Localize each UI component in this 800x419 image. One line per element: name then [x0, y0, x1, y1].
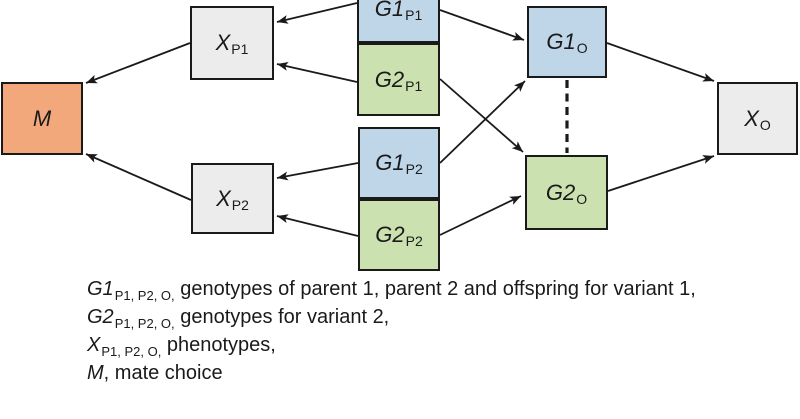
arrow-G2_P1-to-X_P1 [276, 62, 358, 83]
node-label-subscript: P2 [231, 196, 249, 213]
caption-term: M [87, 362, 104, 384]
node-label-subscript: P2 [405, 161, 423, 177]
node-label-subscript: P1 [405, 6, 423, 23]
arrow-G2_P2-to-G2_O [439, 195, 522, 236]
node-label-subscript: P1 [231, 41, 249, 57]
caption-term: G1 [87, 278, 114, 300]
caption-text: genotypes of parent 1, parent 2 and offs… [174, 278, 696, 300]
arrow-G1_O-to-X_O [606, 42, 715, 82]
node-label: G2 [375, 222, 405, 247]
caption-line: G1P1, P2, O, genotypes of parent 1, pare… [87, 276, 696, 304]
caption-text: genotypes for variant 2, [174, 306, 390, 328]
caption-term-subscript: P1, P2, O, [114, 288, 175, 303]
caption-line: G2P1, P2, O, genotypes for variant 2, [87, 304, 696, 332]
caption-text: phenotypes, [161, 334, 276, 356]
node-label-subscript: P1 [405, 77, 423, 94]
node-label: G1 [546, 29, 576, 54]
caption-term-subscript: P1, P2, O, [114, 316, 175, 331]
arrow-G2_P1-to-G2_O [439, 78, 524, 153]
arrow-G2_P2-to-X_P2 [276, 214, 359, 237]
node-label-subscript: P2 [405, 233, 423, 249]
caption-line: XP1, P2, O, phenotypes, [87, 332, 696, 360]
caption-term: G2 [87, 306, 114, 328]
node-label: G1 [375, 150, 405, 175]
node-label: G1 [374, 0, 405, 21]
node-label: X [215, 30, 231, 55]
arrow-G1_P1-to-X_P1 [276, 2, 358, 24]
arrow-G1_P2-to-X_P2 [276, 162, 359, 181]
arrow-G2_O-to-X_O [607, 155, 715, 192]
node-label-subscript: O [759, 116, 771, 133]
caption-line: M, mate choice [87, 360, 696, 387]
arrow-G1_P1-to-G1_O [439, 9, 525, 41]
arrow-G1_P2-to-G1_O [439, 80, 526, 164]
caption-term: X [87, 334, 101, 356]
node-label-subscript: O [576, 40, 588, 56]
node-label-subscript: O [576, 190, 588, 207]
node-label: X [216, 185, 231, 211]
node-label: M [32, 105, 52, 131]
caption-term-subscript: P1, P2, O, [101, 344, 162, 359]
arrow-X_P2-to-M [85, 153, 192, 201]
arrow-X_P1-to-M [85, 42, 191, 84]
node-label: X [744, 105, 759, 131]
node-label: G2 [374, 66, 405, 92]
caption-text: , mate choice [103, 362, 223, 384]
node-label: G2 [545, 179, 576, 205]
legend-caption: G1P1, P2, O, genotypes of parent 1, pare… [87, 276, 696, 387]
node-M: M [1, 82, 83, 155]
